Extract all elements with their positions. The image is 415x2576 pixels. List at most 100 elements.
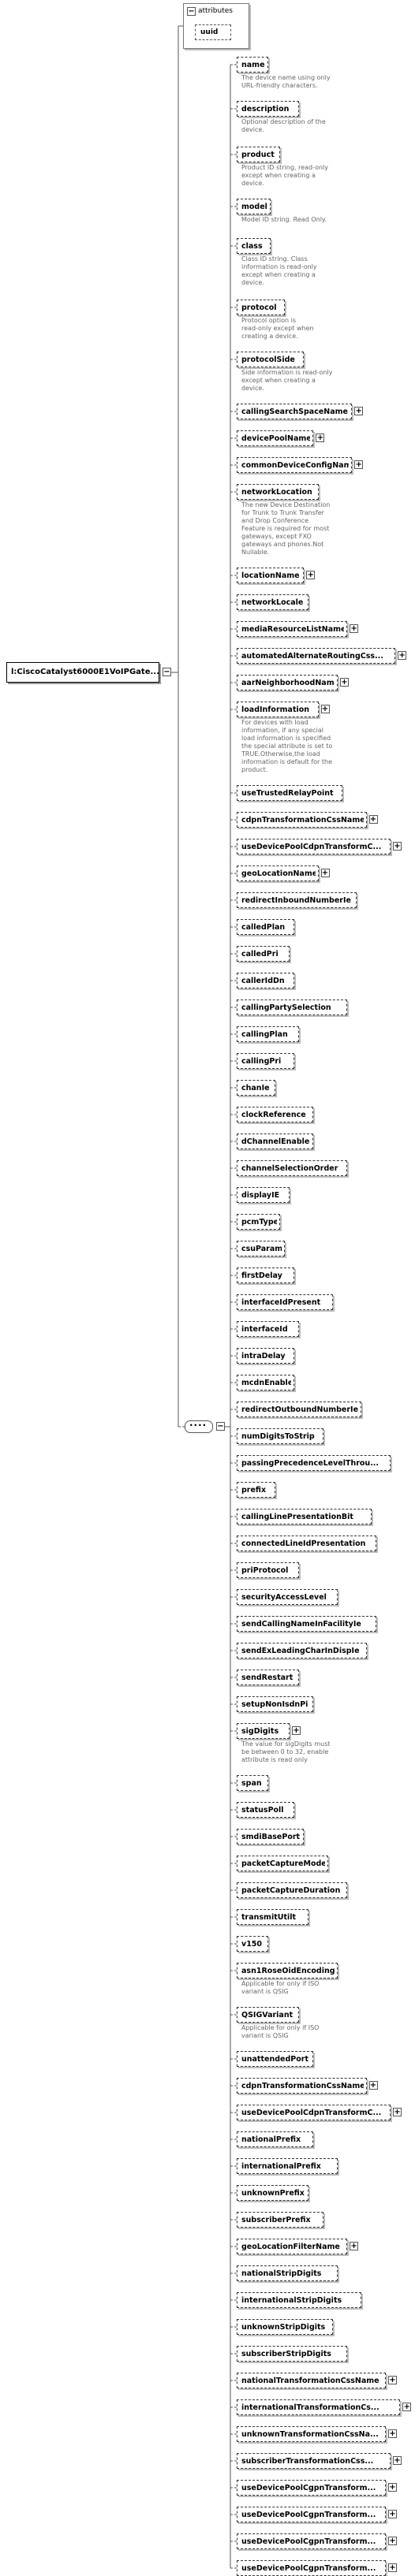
element-protocolside[interactable]: protocolSide	[237, 352, 305, 367]
element-transmitutilt[interactable]: transmitUtilt	[237, 1909, 309, 1925]
element-channelselectionorder[interactable]: channelSelectionOrder	[237, 1160, 348, 1176]
element-callingsearchspacename[interactable]: callingSearchSpaceName	[237, 404, 353, 419]
element-intradelay[interactable]: intraDelay	[237, 1348, 294, 1364]
element-aarneighborhoodname[interactable]: aarNeighborhoodName	[237, 675, 338, 691]
element-redirectoutboundnumberie[interactable]: redirectOutboundNumberIe	[237, 1402, 362, 1417]
element-calledpri[interactable]: calledPri	[237, 946, 290, 962]
element-chanie[interactable]: chanIe	[237, 1080, 275, 1096]
element-sendcallingnameinfacilityie[interactable]: sendCallingNameInFacilityIe	[237, 1616, 376, 1632]
element-packetcaptureduration[interactable]: packetCaptureDuration	[237, 1882, 348, 1898]
expand-plus-icon[interactable]: +	[387, 2537, 397, 2545]
element-firstdelay[interactable]: firstDelay	[237, 1268, 294, 1283]
element-locationname[interactable]: locationName	[237, 568, 305, 583]
element-usedevicepoolcgpntransform[interactable]: useDevicePoolCgpnTransform...	[237, 2507, 386, 2522]
expand-plus-icon[interactable]: +	[387, 2563, 397, 2572]
element-passingprecedencelevelthrou[interactable]: passingPrecedenceLevelThrou...	[237, 1455, 391, 1471]
element-geolocationname[interactable]: geoLocationName	[237, 865, 319, 881]
element-numdigitstostrip[interactable]: numDigitsToStrip	[237, 1428, 323, 1444]
element-displayie[interactable]: displayIE	[237, 1187, 290, 1203]
element-setupnonisdnpi[interactable]: setupNonIsdnPi	[237, 1696, 314, 1712]
element-cdpntransformationcssname[interactable]: cdpnTransformationCssName	[237, 812, 367, 828]
element-pcmtype[interactable]: pcmType	[237, 1214, 280, 1230]
expand-plus-icon[interactable]: +	[368, 815, 378, 824]
element-subscriberstripdigits[interactable]: subscriberStripDigits	[237, 2346, 348, 2362]
element-calleriddn[interactable]: callerIdDn	[237, 973, 294, 988]
expand-plus-icon[interactable]: +	[393, 842, 402, 851]
expand-plus-icon[interactable]: +	[354, 460, 364, 469]
element-unattendedport[interactable]: unattendedPort	[237, 2051, 314, 2067]
root-collapse-icon[interactable]: −	[163, 668, 171, 676]
element-geolocationfiltername[interactable]: geoLocationFilterName	[237, 2239, 348, 2254]
element-securityaccesslevel[interactable]: securityAccessLevel	[237, 1589, 338, 1605]
element-priprotocol[interactable]: priProtocol	[237, 1562, 300, 1578]
element-networklocation[interactable]: networkLocation	[237, 484, 319, 500]
expand-plus-icon[interactable]: +	[368, 2081, 378, 2090]
element-mediaresourcelistname[interactable]: mediaResourceListName	[237, 621, 348, 637]
element-calledplan[interactable]: calledPlan	[237, 919, 294, 935]
element-automatedalternateroutingcss[interactable]: automatedAlternateRoutingCss...	[237, 648, 396, 664]
expand-plus-icon[interactable]: +	[402, 2403, 412, 2411]
element-span[interactable]: span	[237, 1775, 268, 1791]
element-class[interactable]: class	[237, 238, 271, 254]
expand-plus-icon[interactable]: +	[306, 571, 316, 579]
expand-plus-icon[interactable]: +	[393, 2456, 402, 2465]
element-internationaltransformationcs[interactable]: internationalTransformationCs...	[237, 2399, 401, 2415]
element-v150[interactable]: v150	[237, 1936, 268, 1952]
element-sigdigits[interactable]: sigDigits	[237, 1723, 290, 1739]
element-usedevicepoolcdpntransformc[interactable]: useDevicePoolCdpnTransformC...	[237, 2105, 391, 2120]
expand-plus-icon[interactable]: +	[387, 2483, 397, 2492]
element-usedevicepoolcgpntransform[interactable]: useDevicePoolCgpnTransform...	[237, 2560, 386, 2576]
element-connectedlineidpresentation[interactable]: connectedLineIdPresentation	[237, 1536, 376, 1551]
element-unknownstripdigits[interactable]: unknownStripDigits	[237, 2319, 333, 2335]
element-csuparam[interactable]: csuParam	[237, 1241, 285, 1256]
element-redirectinboundnumberie[interactable]: redirectInboundNumberIe	[237, 892, 357, 908]
element-dchannelenable[interactable]: dChannelEnable	[237, 1134, 314, 1149]
element-product[interactable]: product	[237, 147, 280, 162]
root-element[interactable]: l:CiscoCatalyst6000E1VoIPGate...	[6, 662, 159, 683]
expand-plus-icon[interactable]: +	[387, 2510, 397, 2518]
element-callinglinepresentationbit[interactable]: callingLinePresentationBit	[237, 1509, 372, 1524]
element-nationaltransformationcssname[interactable]: nationalTransformationCssName	[237, 2373, 386, 2388]
element-usedevicepoolcgpntransform[interactable]: useDevicePoolCgpnTransform...	[237, 2480, 386, 2496]
attributes-collapse-icon[interactable]: −	[187, 7, 196, 16]
element-usetrustedrelaypoint[interactable]: useTrustedRelayPoint	[237, 785, 342, 801]
element-prefix[interactable]: prefix	[237, 1482, 275, 1498]
expand-plus-icon[interactable]: +	[398, 651, 407, 660]
element-usedevicepoolcdpntransformc[interactable]: useDevicePoolCdpnTransformC...	[237, 839, 391, 854]
element-protocol[interactable]: protocol	[237, 300, 285, 315]
element-nationalprefix[interactable]: nationalPrefix	[237, 2131, 314, 2147]
element-subscriberprefix[interactable]: subscriberPrefix	[237, 2212, 323, 2228]
element-internationalprefix[interactable]: internationalPrefix	[237, 2158, 338, 2174]
element-packetcapturemode[interactable]: packetCaptureMode	[237, 1856, 328, 1871]
expand-plus-icon[interactable]: +	[316, 434, 325, 442]
element-networklocale[interactable]: networkLocale	[237, 594, 309, 610]
element-callingplan[interactable]: callingPlan	[237, 1026, 300, 1042]
element-interfaceid[interactable]: interfaceId	[237, 1321, 300, 1337]
element-commondeviceconfigname[interactable]: commonDeviceConfigName	[237, 457, 353, 473]
element-mcdnenable[interactable]: mcdnEnable	[237, 1375, 294, 1390]
element-sendexleadingcharindispie[interactable]: sendExLeadingCharInDispIe	[237, 1643, 367, 1658]
expand-plus-icon[interactable]: +	[387, 2429, 397, 2438]
expand-plus-icon[interactable]: +	[320, 869, 330, 877]
element-loadinformation[interactable]: loadInformation	[237, 702, 319, 717]
element-cdpntransformationcssname[interactable]: cdpnTransformationCssName	[237, 2078, 367, 2094]
element-internationalstripdigits[interactable]: internationalStripDigits	[237, 2292, 362, 2308]
element-statuspoll[interactable]: statusPoll	[237, 1802, 294, 1818]
expand-plus-icon[interactable]: +	[354, 407, 364, 415]
element-subscribertransformationcss[interactable]: subscriberTransformationCss...	[237, 2453, 391, 2469]
element-interfaceidpresent[interactable]: interfaceIdPresent	[237, 1294, 333, 1310]
expand-plus-icon[interactable]: +	[350, 2242, 359, 2250]
expand-plus-icon[interactable]: +	[339, 678, 349, 687]
expand-plus-icon[interactable]: +	[387, 2376, 397, 2384]
expand-plus-icon[interactable]: +	[350, 624, 359, 633]
element-callingpartyselection[interactable]: callingPartySelection	[237, 1000, 348, 1015]
element-sendrestart[interactable]: sendRestart	[237, 1670, 300, 1685]
expand-plus-icon[interactable]: +	[393, 2108, 402, 2116]
sequence-collapse-icon[interactable]: −	[216, 1422, 225, 1431]
expand-plus-icon[interactable]: +	[291, 1726, 301, 1735]
element-unknownprefix[interactable]: unknownPrefix	[237, 2185, 309, 2201]
element-callingpri[interactable]: callingPri	[237, 1053, 294, 1069]
element-model[interactable]: model	[237, 199, 271, 214]
element-name[interactable]: name	[237, 57, 268, 73]
element-asn1roseoidencoding[interactable]: asn1RoseOidEncoding	[237, 1963, 338, 1979]
